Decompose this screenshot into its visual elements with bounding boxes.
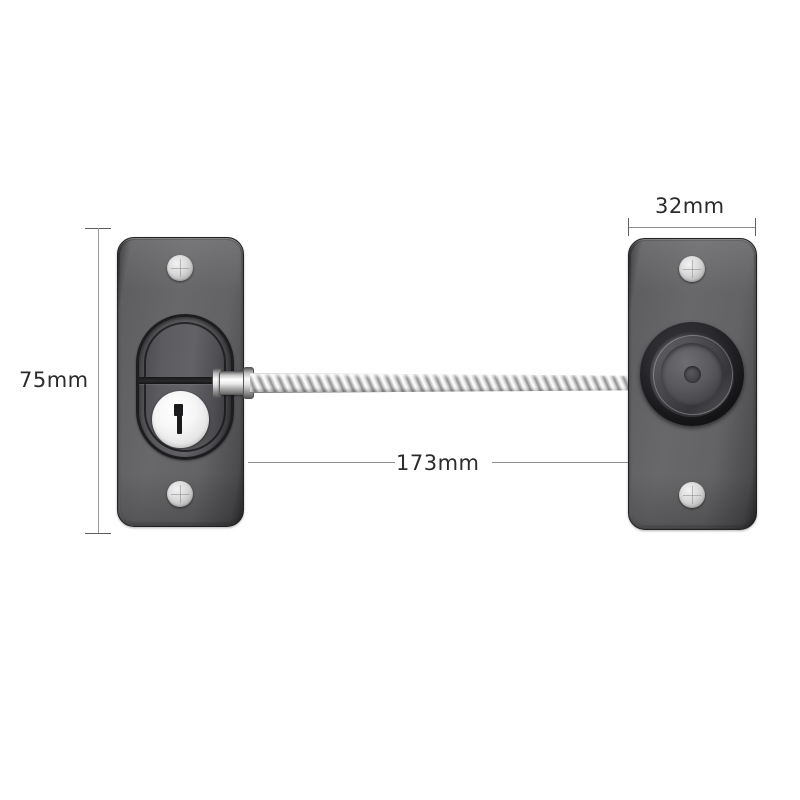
screw-slot-horizontal — [682, 268, 702, 270]
cable-length-line-right — [492, 462, 628, 463]
height-dimension-line — [98, 228, 99, 534]
braided-steel-cable — [250, 373, 650, 393]
screw-slot-horizontal — [170, 493, 190, 495]
screw-slot-vertical — [691, 485, 693, 505]
width-dimension-cap-right — [755, 218, 756, 236]
height-dimension-label: 75mm — [19, 368, 89, 392]
cable-length-line-left — [248, 462, 395, 463]
width-dimension-label: 32mm — [655, 194, 725, 218]
lock-receiver-core[interactable] — [684, 366, 701, 383]
screw-slot-vertical — [179, 258, 181, 278]
screw-bottom-right — [679, 482, 705, 508]
screw-slot-horizontal — [170, 267, 190, 269]
screw-slot-vertical — [179, 484, 181, 504]
screw-top-left — [167, 255, 193, 281]
cable-length-dimension-label: 173mm — [396, 451, 480, 475]
screw-top-right — [679, 256, 705, 282]
width-dimension-cap-left — [628, 218, 629, 236]
height-dimension-cap-bottom — [85, 533, 111, 534]
screw-bottom-left — [167, 481, 193, 507]
keyway-slot-lower — [177, 404, 182, 434]
lock-receiver-highlight-ring — [653, 335, 733, 415]
width-dimension-line — [628, 227, 756, 228]
screw-slot-horizontal — [682, 494, 702, 496]
left-lock-divider-bar — [139, 377, 227, 384]
screw-slot-vertical — [691, 259, 693, 279]
